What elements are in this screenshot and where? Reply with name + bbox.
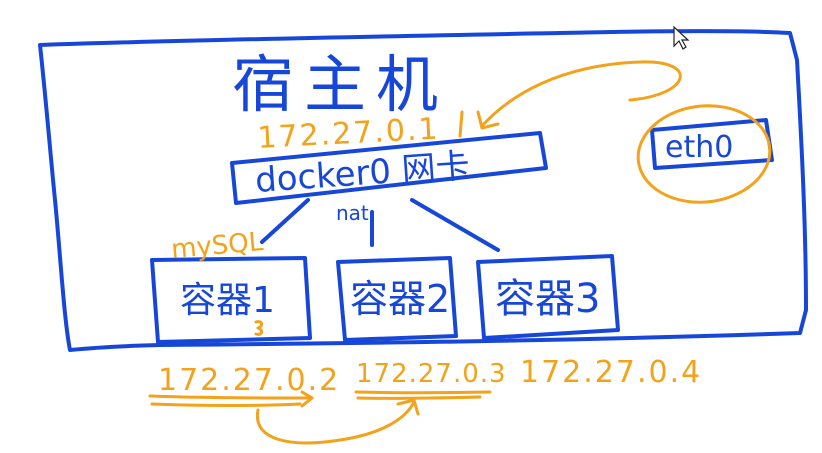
nat-label: nat bbox=[336, 201, 369, 225]
container-1-ip-arrowhead bbox=[300, 390, 314, 408]
host-title: 宿主机 bbox=[232, 48, 448, 121]
container-1-label: 容器1 bbox=[180, 280, 275, 321]
link-container-1 bbox=[260, 198, 310, 244]
container-3-ip: 172.27.0.4 bbox=[520, 355, 702, 390]
container-3-label: 容器3 bbox=[495, 276, 600, 322]
link-container-3 bbox=[410, 198, 500, 252]
host-box bbox=[38, 29, 808, 352]
eth0-box bbox=[650, 118, 774, 170]
container-2-ip-underline-2 bbox=[356, 395, 482, 400]
container-2-ip-underline-1 bbox=[354, 390, 492, 395]
container-1-ip-underline-2 bbox=[150, 402, 302, 407]
container-1-box bbox=[150, 256, 312, 344]
container-1-small-mark bbox=[254, 320, 264, 336]
container-1-ip: 172.27.0.2 bbox=[158, 363, 340, 398]
eth0-to-docker0-arrowhead bbox=[476, 110, 500, 130]
eth0-highlight-circle bbox=[636, 104, 772, 204]
bridge-ip-tick bbox=[458, 110, 464, 138]
eth0-label: eth0 bbox=[665, 130, 733, 165]
container-2-ip: 172.27.0.3 bbox=[356, 359, 507, 389]
eth0-to-docker0-arrow bbox=[480, 60, 682, 128]
mouse-pointer-icon bbox=[673, 25, 690, 50]
container-2-box bbox=[336, 256, 458, 342]
docker0-box bbox=[230, 131, 548, 205]
container-3-box bbox=[476, 254, 620, 340]
ip-link-arrow bbox=[255, 400, 416, 445]
container-1-ip-underline-1 bbox=[148, 394, 314, 400]
container-2-label: 容器2 bbox=[350, 277, 450, 321]
ip-link-arrowhead bbox=[396, 398, 420, 416]
